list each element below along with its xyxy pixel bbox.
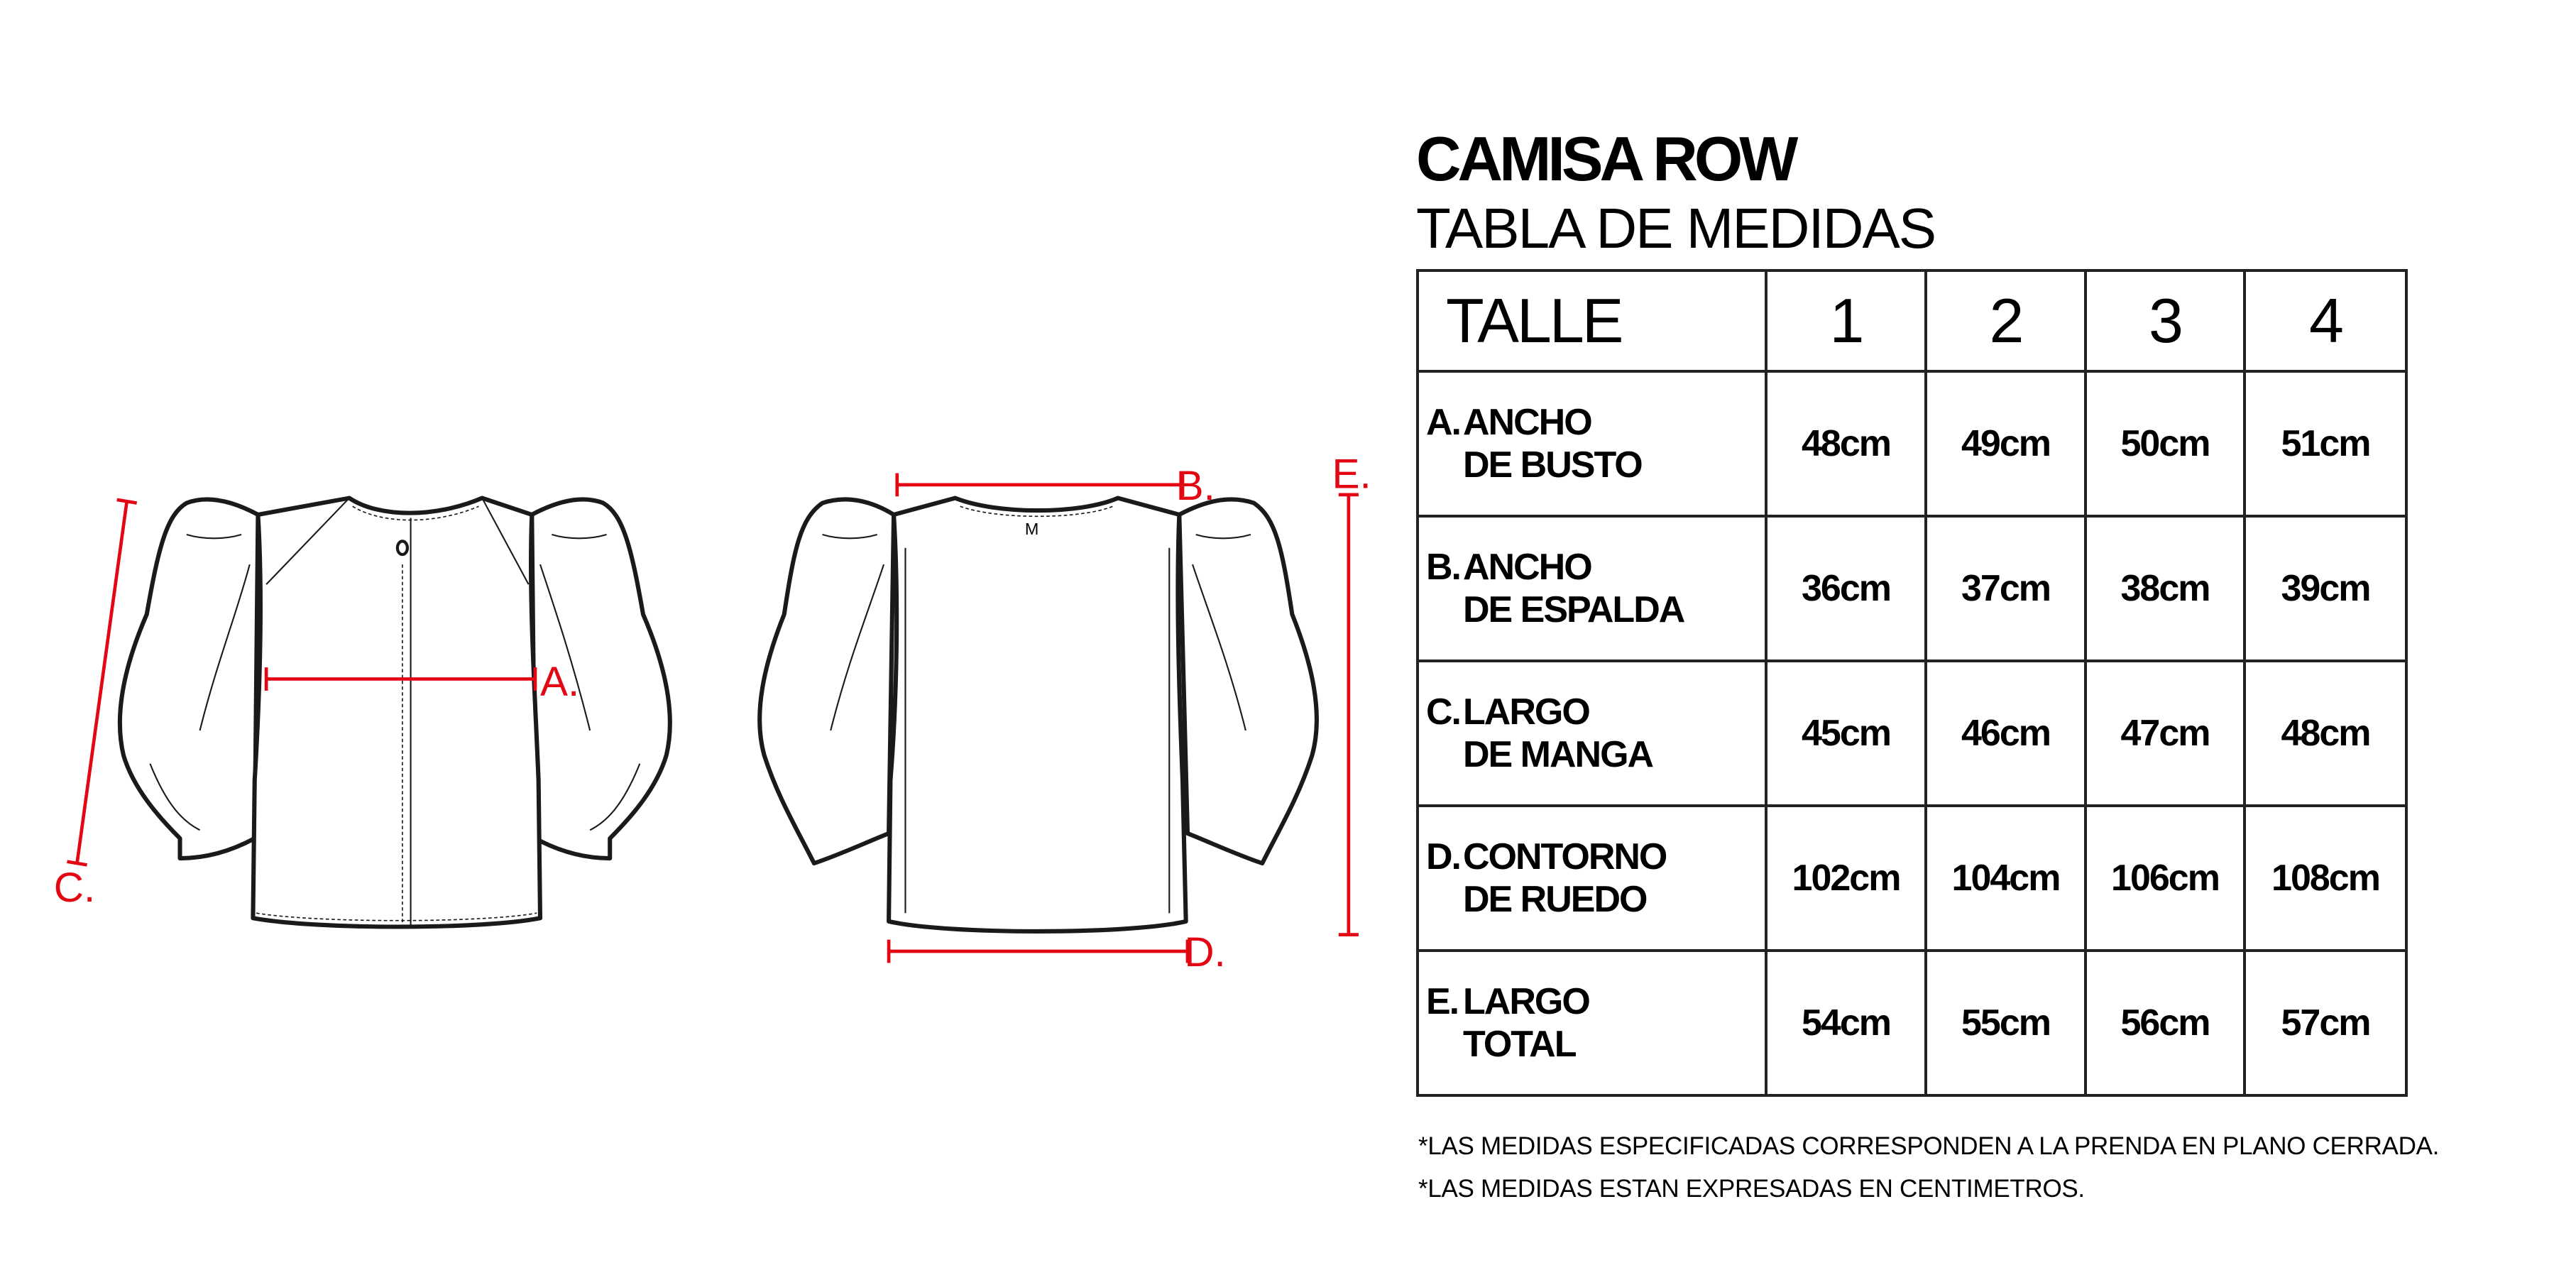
shirt-back-drawing: M [757, 496, 1319, 934]
footnote-2: *LAS MEDIDAS ESTAN EXPRESADAS EN CENTIME… [1418, 1175, 2085, 1203]
measure-value-cell: 47cm [2084, 660, 2246, 807]
measure-name-line2: DE BUSTO [1463, 444, 1643, 486]
measure-label-e: E. [1332, 452, 1371, 498]
measure-label-d: D. [1184, 929, 1225, 975]
measurement-e: E. [1332, 452, 1371, 936]
measure-letter: B. [1426, 547, 1462, 588]
size-header-label: TALLE [1416, 269, 1767, 373]
measure-name-line1: B.ANCHO [1426, 547, 1593, 588]
front-right-sleeve [530, 497, 672, 861]
back-left-sleeve [757, 497, 897, 866]
measure-name-line2: DE RUEDO [1463, 879, 1648, 920]
product-title: CAMISA ROW [1416, 124, 1798, 194]
measure-value-cell: 36cm [1765, 515, 1927, 662]
measure-name-line1: A.ANCHO [1426, 402, 1593, 443]
measure-letter: A. [1426, 402, 1462, 443]
measure-name: ANCHO [1463, 547, 1593, 588]
measure-value-cell: 50cm [2084, 370, 2246, 518]
measure-value-cell: 55cm [1924, 949, 2087, 1097]
measure-value-cell: 48cm [1765, 370, 1927, 518]
measurement-b: B. [895, 463, 1215, 509]
front-body [251, 496, 543, 929]
measurement-c: C. [54, 498, 138, 911]
front-left-sleeve [117, 497, 261, 861]
measure-value-cell: 54cm [1765, 949, 1927, 1097]
brand-label-icon: M [1025, 520, 1038, 538]
measure-value-cell: 37cm [1924, 515, 2087, 662]
measure-value-cell: 45cm [1765, 660, 1927, 807]
measure-name-line1: C.LARGO [1426, 691, 1591, 733]
back-right-sleeve [1177, 497, 1319, 866]
measure-value-cell: 39cm [2243, 515, 2408, 662]
measure-letter: D. [1426, 836, 1462, 877]
measure-value-cell: 108cm [2243, 804, 2408, 952]
measure-name-line2: DE MANGA [1463, 734, 1654, 775]
measurement-d: D. [887, 929, 1226, 975]
table-title: TABLA DE MEDIDAS [1416, 197, 1936, 260]
measurement-a: A. [264, 659, 579, 705]
measure-name: LARGO [1463, 691, 1591, 733]
measure-name: ANCHO [1463, 402, 1593, 443]
size-header-3: 3 [2084, 269, 2246, 373]
measure-name-line1: E.LARGO [1426, 981, 1591, 1022]
measure-value-cell: 46cm [1924, 660, 2087, 807]
measure-name-line2: TOTAL [1463, 1024, 1577, 1065]
measure-value-cell: 51cm [2243, 370, 2408, 518]
measure-value-cell: 104cm [1924, 804, 2087, 952]
measure-value-cell: 57cm [2243, 949, 2408, 1097]
measure-name-line1: D.CONTORNO [1426, 836, 1667, 877]
measure-label-a: A. [540, 659, 579, 705]
size-header-2: 2 [1924, 269, 2087, 373]
shirt-front-drawing [117, 496, 672, 929]
measure-label-b: B. [1176, 463, 1215, 509]
size-header-4: 4 [2243, 269, 2408, 373]
measure-letter: E. [1426, 981, 1459, 1022]
size-header-1: 1 [1765, 269, 1927, 373]
measure-name: LARGO [1463, 981, 1591, 1022]
measure-name-line2: DE ESPALDA [1463, 589, 1685, 630]
measure-letter: C. [1426, 691, 1462, 733]
measure-name: CONTORNO [1463, 836, 1667, 877]
measure-label-c: C. [54, 865, 95, 911]
footnote-1: *LAS MEDIDAS ESPECIFICADAS CORRESPONDEN … [1418, 1132, 2440, 1160]
back-body [887, 496, 1188, 934]
measure-value-cell: 106cm [2084, 804, 2246, 952]
measure-value-cell: 102cm [1765, 804, 1927, 952]
measure-value-cell: 48cm [2243, 660, 2408, 807]
size-header-row: TALLE 1 2 3 4 [1416, 269, 2408, 373]
measure-value-cell: 56cm [2084, 949, 2246, 1097]
measure-value-cell: 49cm [1924, 370, 2087, 518]
measure-value-cell: 38cm [2084, 515, 2246, 662]
